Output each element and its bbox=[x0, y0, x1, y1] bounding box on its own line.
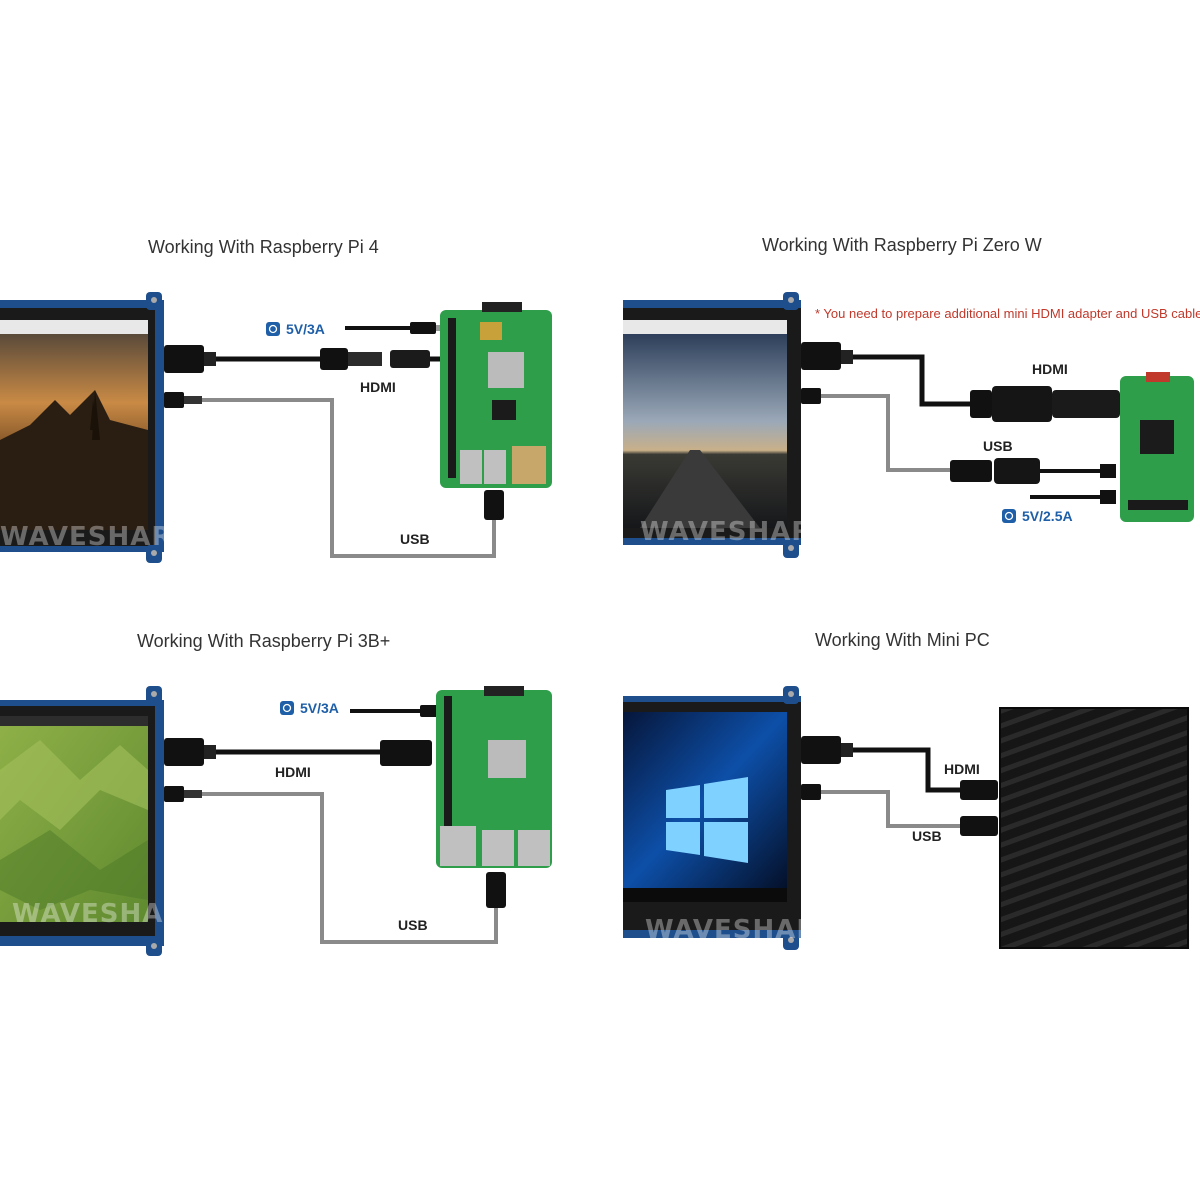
watermark: WAVESHARE bbox=[0, 522, 191, 552]
power-spec-pi4: 5V/3A bbox=[266, 321, 325, 337]
usb-label: USB bbox=[398, 917, 428, 933]
panel-pi4: WAVESHARE HDMI 5V/3A USB bbox=[0, 292, 552, 563]
display-pi-zero-w: WAVESHARE bbox=[623, 292, 831, 558]
panel-mini-pc: WAVESHARE HDMI USB bbox=[623, 686, 1189, 950]
watermark: WAVESHARE bbox=[640, 517, 831, 547]
hdmi-label: HDMI bbox=[944, 761, 980, 777]
power-cable-pi3b-plus bbox=[350, 705, 442, 717]
windows-logo bbox=[666, 777, 748, 863]
usb-cable-pi-zero-w bbox=[801, 388, 1116, 484]
display-pi4: WAVESHARE bbox=[0, 292, 191, 563]
power-icon bbox=[280, 701, 294, 715]
display-mini-pc: WAVESHARE bbox=[623, 686, 836, 950]
usb-label: USB bbox=[400, 531, 430, 547]
panel-title-mini-pc: Working With Mini PC bbox=[815, 630, 990, 650]
panel-title-pi4: Working With Raspberry Pi 4 bbox=[148, 237, 379, 257]
hdmi-label: HDMI bbox=[360, 379, 396, 395]
mini-pc-box bbox=[999, 707, 1189, 949]
watermark: WAVESHARE bbox=[645, 915, 836, 945]
hdmi-label: HDMI bbox=[275, 764, 311, 780]
usb-label: USB bbox=[983, 438, 1013, 454]
hdmi-cable-pi-zero-w bbox=[801, 342, 1120, 422]
power-spec-pi3b-plus: 5V/3A bbox=[280, 700, 339, 716]
power-cable-pi4 bbox=[345, 322, 444, 334]
hdmi-cable-pi3b-plus bbox=[164, 738, 432, 766]
power-label: 5V/3A bbox=[300, 700, 339, 716]
raspberry-pi-board bbox=[440, 302, 552, 488]
raspberry-pi-board bbox=[436, 686, 552, 868]
usb-label: USB bbox=[912, 828, 942, 844]
hdmi-label: HDMI bbox=[1032, 361, 1068, 377]
watermark: WAVESHARE bbox=[12, 899, 203, 929]
panel-title-pi3b-plus: Working With Raspberry Pi 3B+ bbox=[137, 631, 391, 651]
power-label: 5V/2.5A bbox=[1022, 508, 1073, 524]
display-pi3b-plus: WAVESHARE bbox=[0, 686, 203, 956]
power-icon bbox=[1002, 509, 1016, 523]
raspberry-pi-zero-board bbox=[1120, 372, 1194, 522]
hdmi-cable-pi4 bbox=[164, 345, 448, 373]
panel-pi-zero-w: * You need to prepare additional mini HD… bbox=[623, 292, 1200, 558]
panel-title-pi-zero-w: Working With Raspberry Pi Zero W bbox=[762, 235, 1042, 255]
usb-cable-mini-pc bbox=[801, 784, 998, 836]
panel-pi3b-plus: WAVESHARE HDMI 5V/3A USB bbox=[0, 686, 552, 956]
adapter-note: * You need to prepare additional mini HD… bbox=[815, 306, 1200, 321]
power-cable-pi-zero-w bbox=[1030, 490, 1116, 504]
power-label: 5V/3A bbox=[286, 321, 325, 337]
usb-cable-pi3b-plus bbox=[164, 786, 506, 944]
hdmi-cable-mini-pc bbox=[801, 736, 998, 800]
power-spec-pi-zero-w: 5V/2.5A bbox=[1002, 508, 1073, 524]
usb-cable-pi4 bbox=[164, 392, 504, 558]
power-icon bbox=[266, 322, 280, 336]
